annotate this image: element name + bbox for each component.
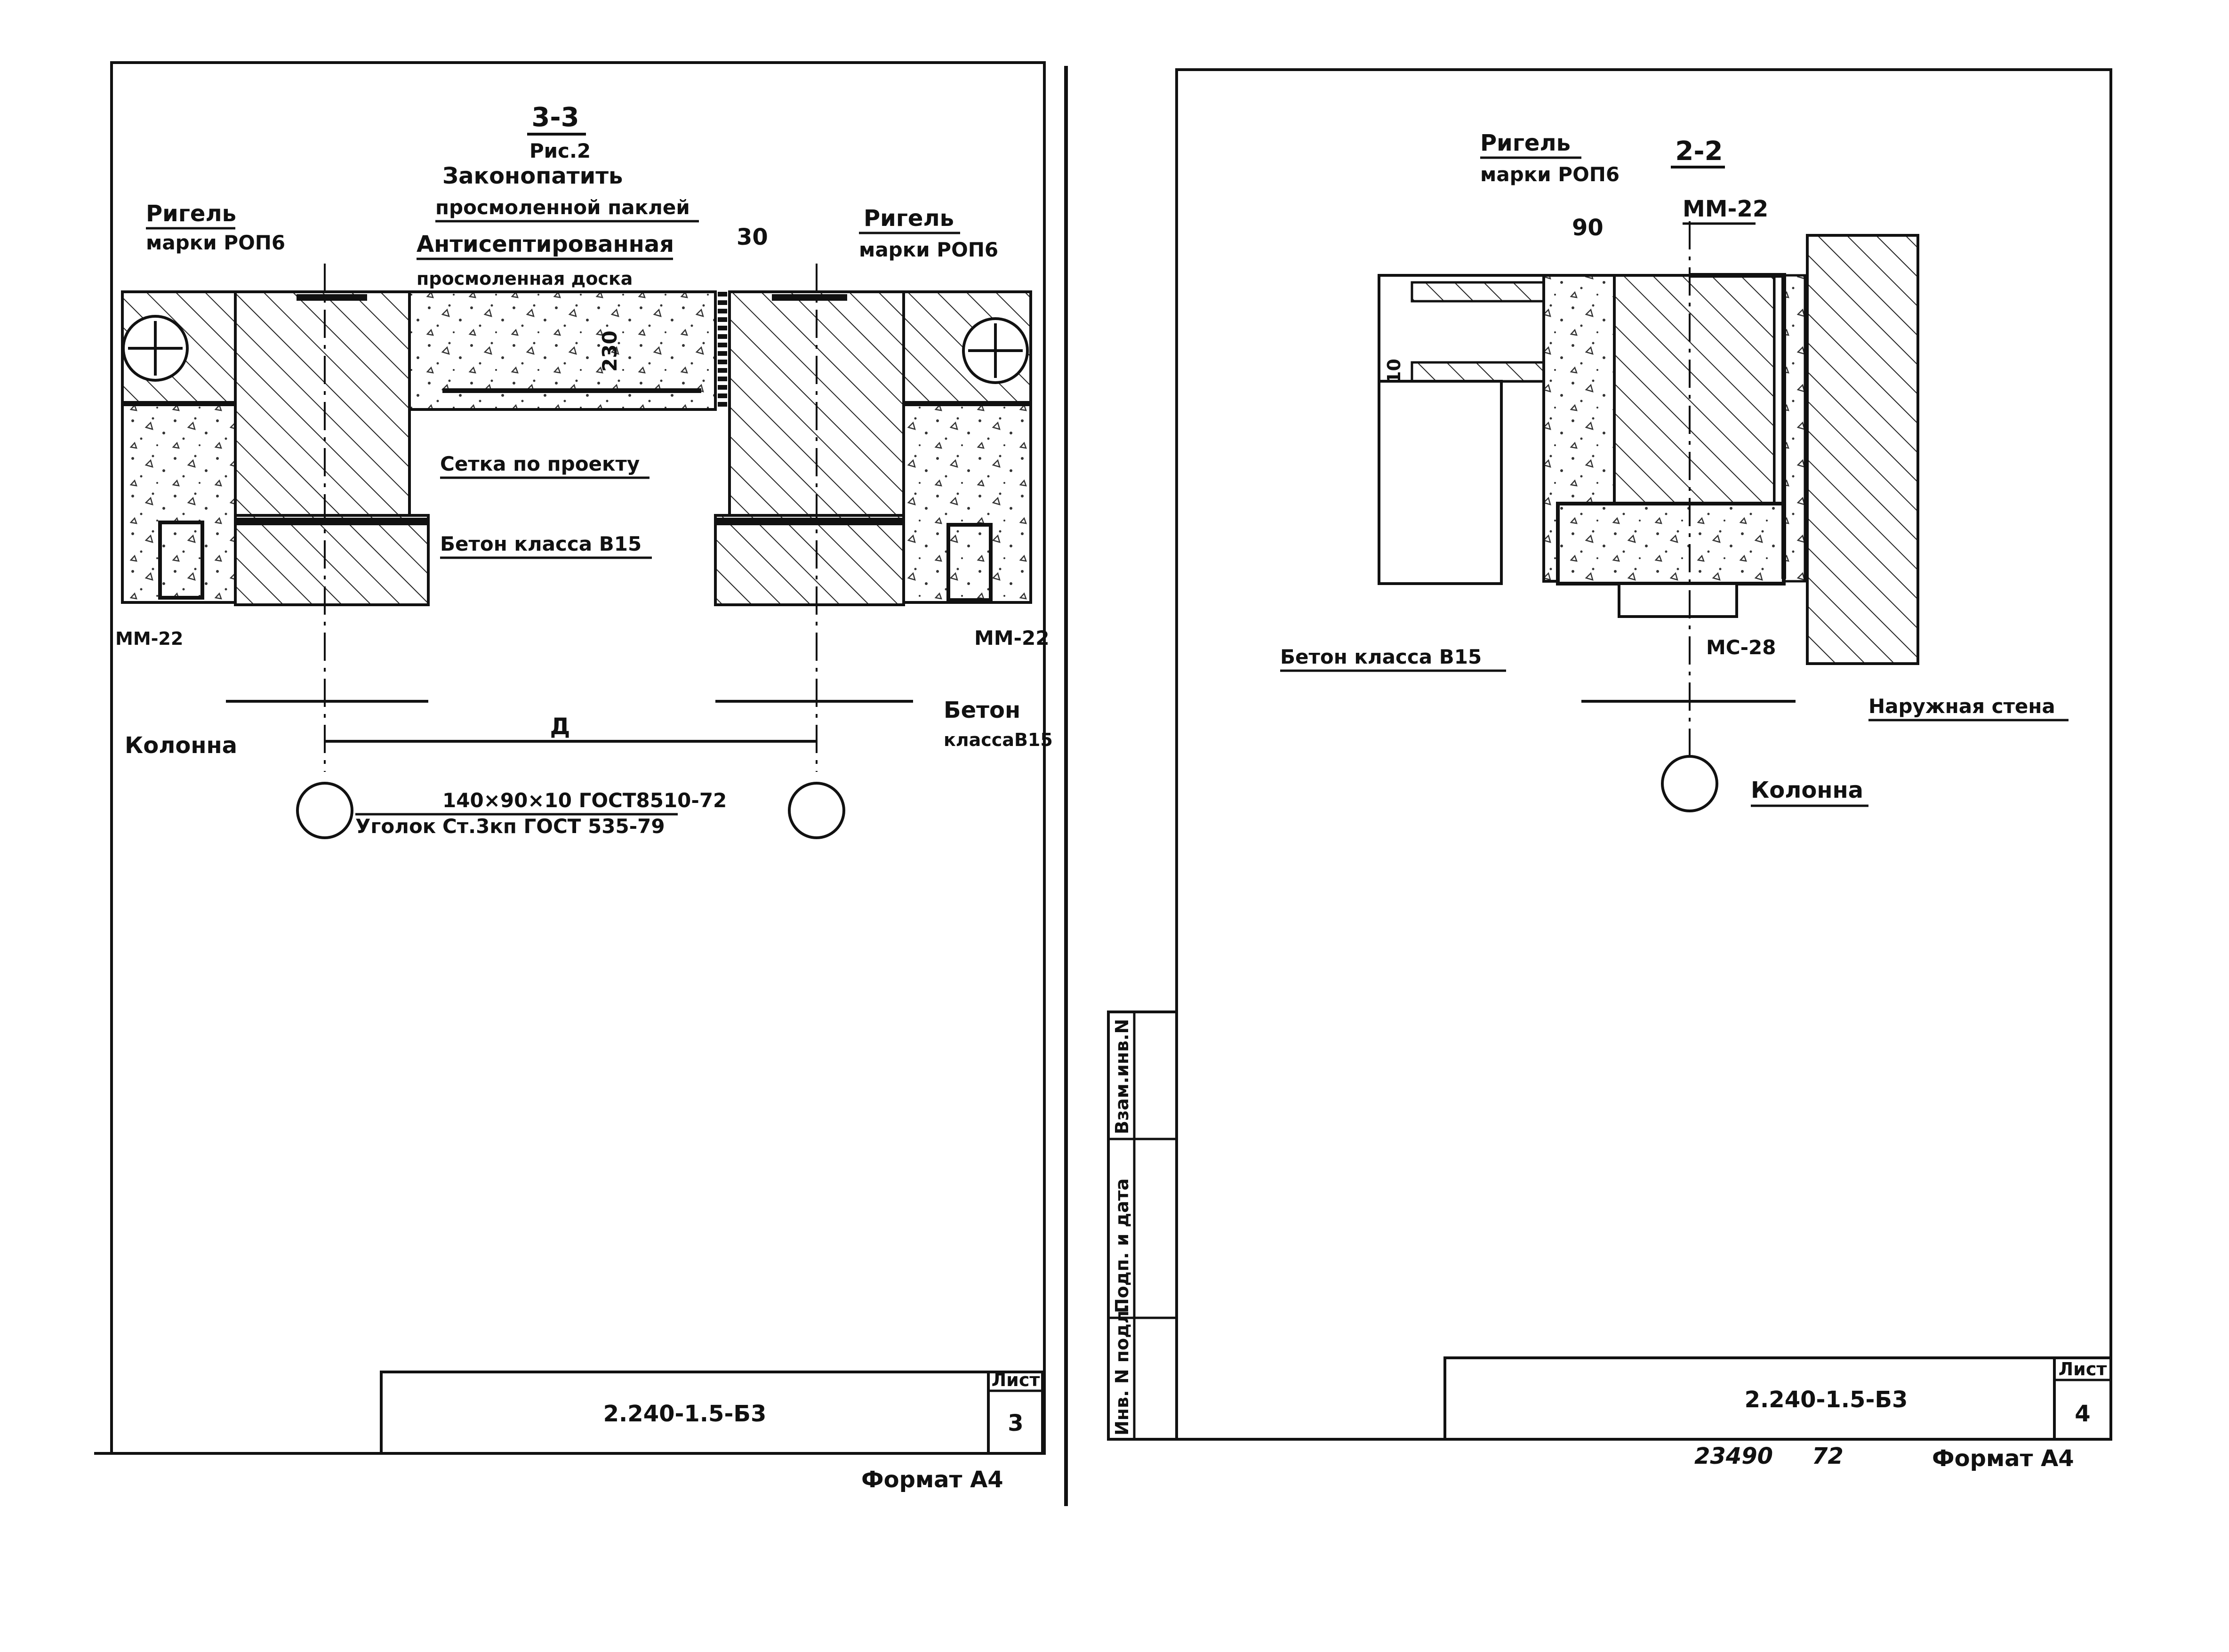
- archive-number: 23490: [1694, 1443, 1773, 1469]
- girder-right-label-line1: Ригель: [864, 205, 954, 232]
- girder-left-label-line1: Ригель: [146, 200, 236, 227]
- bolt-right-icon: [962, 317, 1029, 384]
- title-block-right-sheet-label: Лист: [2059, 1359, 2107, 1379]
- format-left: Формат А4: [861, 1467, 1003, 1493]
- concrete-right-label-line2: классаВ15: [944, 730, 1053, 750]
- angle-label-line1: 140×90×10 ГОСТ8510-72: [442, 789, 727, 812]
- column-right: [714, 514, 905, 606]
- mm22-right-label: ММ-22: [974, 626, 1049, 650]
- caulk-label-line2: просмоленной паклей: [435, 196, 690, 219]
- dim-90: 90: [1572, 215, 1604, 241]
- embedded-mm22-left: [158, 521, 204, 600]
- side-stamp-replace: Взам.инв.N: [1112, 1019, 1132, 1134]
- concrete-right-label-line1: Бетон: [944, 697, 1020, 723]
- caulk-label-line1: Законопатить: [442, 163, 623, 189]
- column-2-2-label: Колонна: [1751, 777, 1863, 803]
- archive-suffix: 72: [1812, 1443, 1844, 1469]
- axis-marker-left-icon: [296, 782, 353, 839]
- embedded-mc28: [1556, 502, 1786, 585]
- girder-left: [234, 290, 411, 517]
- title-block-right: [1443, 1356, 2112, 1441]
- title-block-right-sheet-number: 4: [2075, 1401, 2090, 1427]
- angle-label-prefix: Уголок: [355, 815, 436, 838]
- column-label: Колонна: [125, 732, 237, 759]
- title-block-left-sheet-number: 3: [1008, 1410, 1023, 1436]
- outer-wall: [1806, 234, 1919, 665]
- angle-label-line2: Ст.3кп ГОСТ 535-79: [442, 815, 665, 838]
- mc28-label: МС-28: [1706, 636, 1776, 659]
- bolt-left-icon: [122, 315, 189, 382]
- section-title-3-3: 3-3: [531, 102, 579, 133]
- axis-marker-right-icon: [788, 782, 845, 839]
- section-title-2-2: 2-2: [1675, 136, 1723, 167]
- slab-hatched-bottom: [1411, 361, 1555, 383]
- bracket-under: [1618, 582, 1738, 618]
- figure-ref: Рис.2: [529, 139, 591, 162]
- girder-left-label-line2: марки РОП6: [146, 231, 285, 254]
- column-body: [1378, 380, 1503, 585]
- embedded-mm22-right: [946, 523, 993, 602]
- title-block-left-code: 2.240-1.5-Б3: [603, 1401, 767, 1427]
- outer-wall-label: Наружная стена: [1868, 695, 2055, 718]
- dim-10: 10: [1384, 359, 1404, 384]
- concrete-2-2-label: Бетон класса В15: [1280, 645, 1482, 668]
- girder-2-2-label-line2: марки РОП6: [1480, 163, 1620, 186]
- concrete-right: [902, 403, 1032, 604]
- board-label-line1: Антисептированная: [417, 231, 674, 257]
- concrete-label: Бетон класса В15: [440, 532, 641, 555]
- side-stamp: [1107, 1010, 1178, 1441]
- dim-230: 230: [598, 330, 621, 372]
- slab-hatched-top: [1411, 281, 1555, 303]
- title-block-left-sheet-label: Лист: [992, 1370, 1040, 1390]
- side-stamp-inv: Инв. N подл.: [1112, 1304, 1132, 1435]
- title-block-right-code: 2.240-1.5-Б3: [1745, 1387, 1908, 1413]
- dim-30: 30: [737, 224, 768, 250]
- board-label-line2: просмоленная доска: [417, 268, 633, 289]
- girder-2-2: [1613, 274, 1776, 512]
- girder-right-label-line2: марки РОП6: [859, 238, 998, 261]
- concrete-left: [121, 403, 237, 604]
- dim-d-label: Д: [550, 714, 570, 740]
- format-right: Формат А4: [1932, 1445, 2074, 1472]
- axis-marker-2-2-icon: [1661, 755, 1718, 812]
- mesh-label: Сетка по проекту: [440, 452, 640, 475]
- mm22-bracket: [1690, 273, 1786, 579]
- girder-2-2-label-line1: Ригель: [1480, 130, 1571, 156]
- right-sheet: Инв. N подл. Подп. и дата Взам.инв.N 2-2…: [1107, 68, 2112, 1472]
- mm22-label-right-sheet: ММ-22: [1683, 196, 1768, 222]
- side-stamp-sign: Подп. и дата: [1112, 1179, 1132, 1313]
- column-left: [234, 514, 430, 606]
- title-block-left: [380, 1371, 1044, 1455]
- mm22-left-label: ММ-22: [115, 628, 183, 649]
- left-sheet: 3-3 Рис.2: [94, 61, 1053, 1493]
